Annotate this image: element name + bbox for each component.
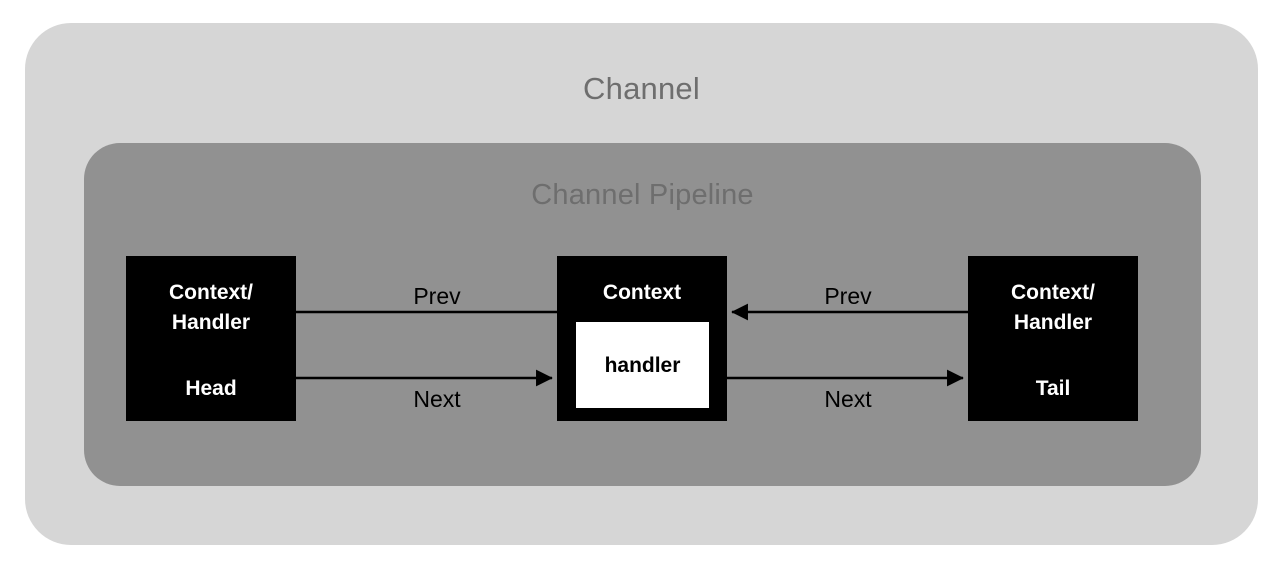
edge-label-prev-right: Prev — [824, 283, 872, 309]
edge-label-next-left: Next — [413, 386, 461, 412]
edge-label-next-right: Next — [824, 386, 872, 412]
node-head-title: Context/ Handler — [169, 281, 253, 335]
node-tail-title: Context/ Handler — [1011, 281, 1095, 335]
node-tail-subtitle: Tail — [1035, 377, 1071, 400]
edge-label-prev-left: Prev — [413, 283, 461, 309]
node-tail: Context/ Handler Tail — [968, 256, 1138, 421]
channel-pipeline-title: Channel Pipeline — [531, 179, 754, 211]
node-context-handler-box: handler — [576, 322, 709, 408]
node-head-subtitle: Head — [185, 377, 237, 400]
channel-title: Channel — [583, 71, 700, 106]
node-head: Context/ Handler Head — [126, 256, 296, 421]
node-context-handler-label: handler — [604, 353, 681, 377]
node-context-title: Context — [602, 281, 682, 304]
